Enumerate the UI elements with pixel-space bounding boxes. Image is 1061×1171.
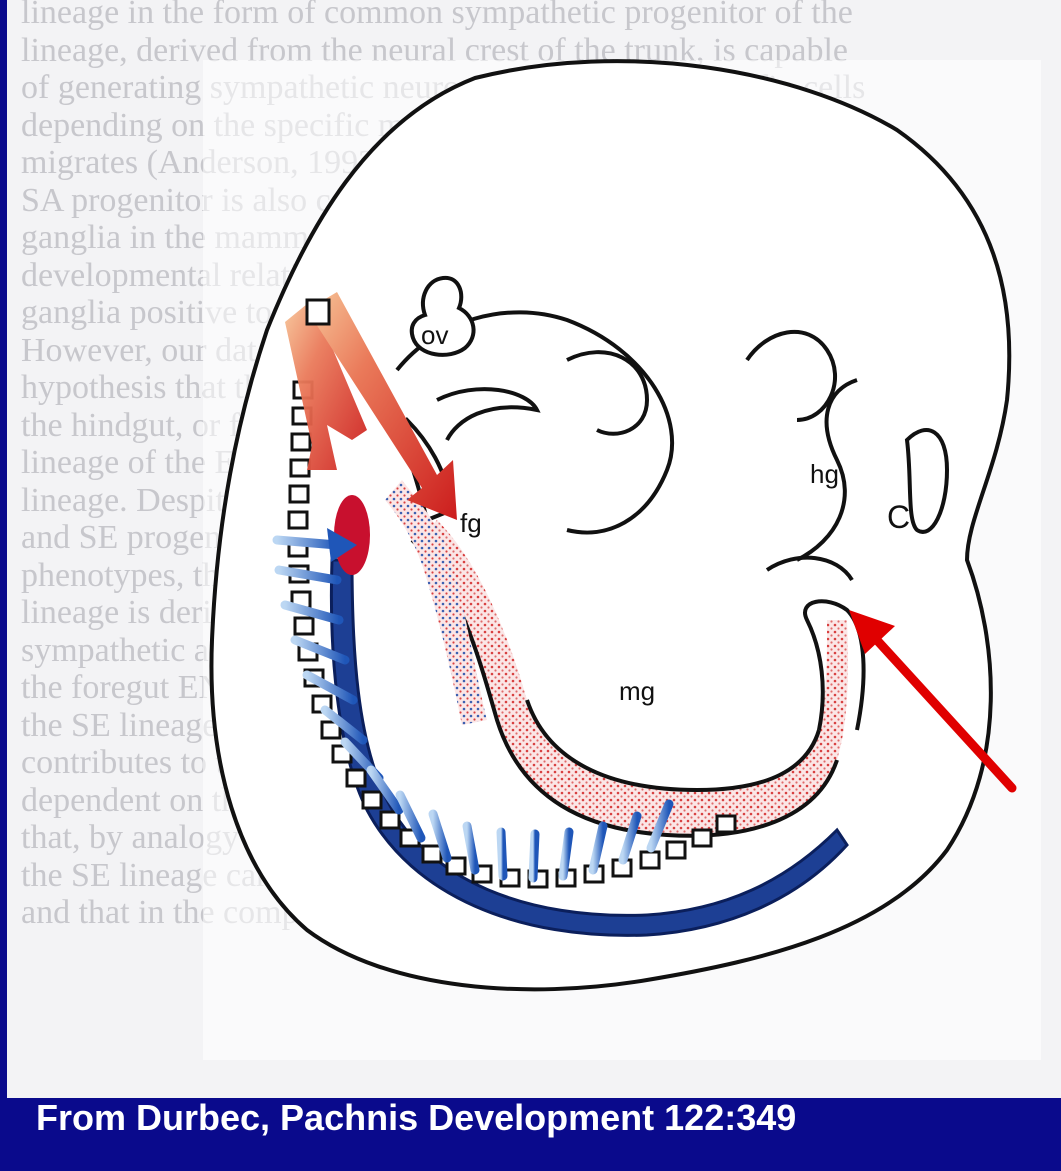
label-fg: fg bbox=[460, 508, 482, 538]
label-hg: hg bbox=[810, 459, 839, 489]
figure-panel: lineage in the form of common sympatheti… bbox=[7, 0, 1061, 1098]
label-c: C bbox=[887, 499, 910, 535]
label-ov: ov bbox=[421, 320, 448, 350]
figure-caption: From Durbec, Pachnis Development 122:349 bbox=[36, 1097, 796, 1139]
embryo-diagram: ov fg hg mg C bbox=[7, 0, 1061, 1098]
vagal-neural-crest bbox=[334, 495, 370, 575]
rhombomere-box bbox=[307, 300, 329, 324]
label-mg: mg bbox=[619, 676, 655, 706]
